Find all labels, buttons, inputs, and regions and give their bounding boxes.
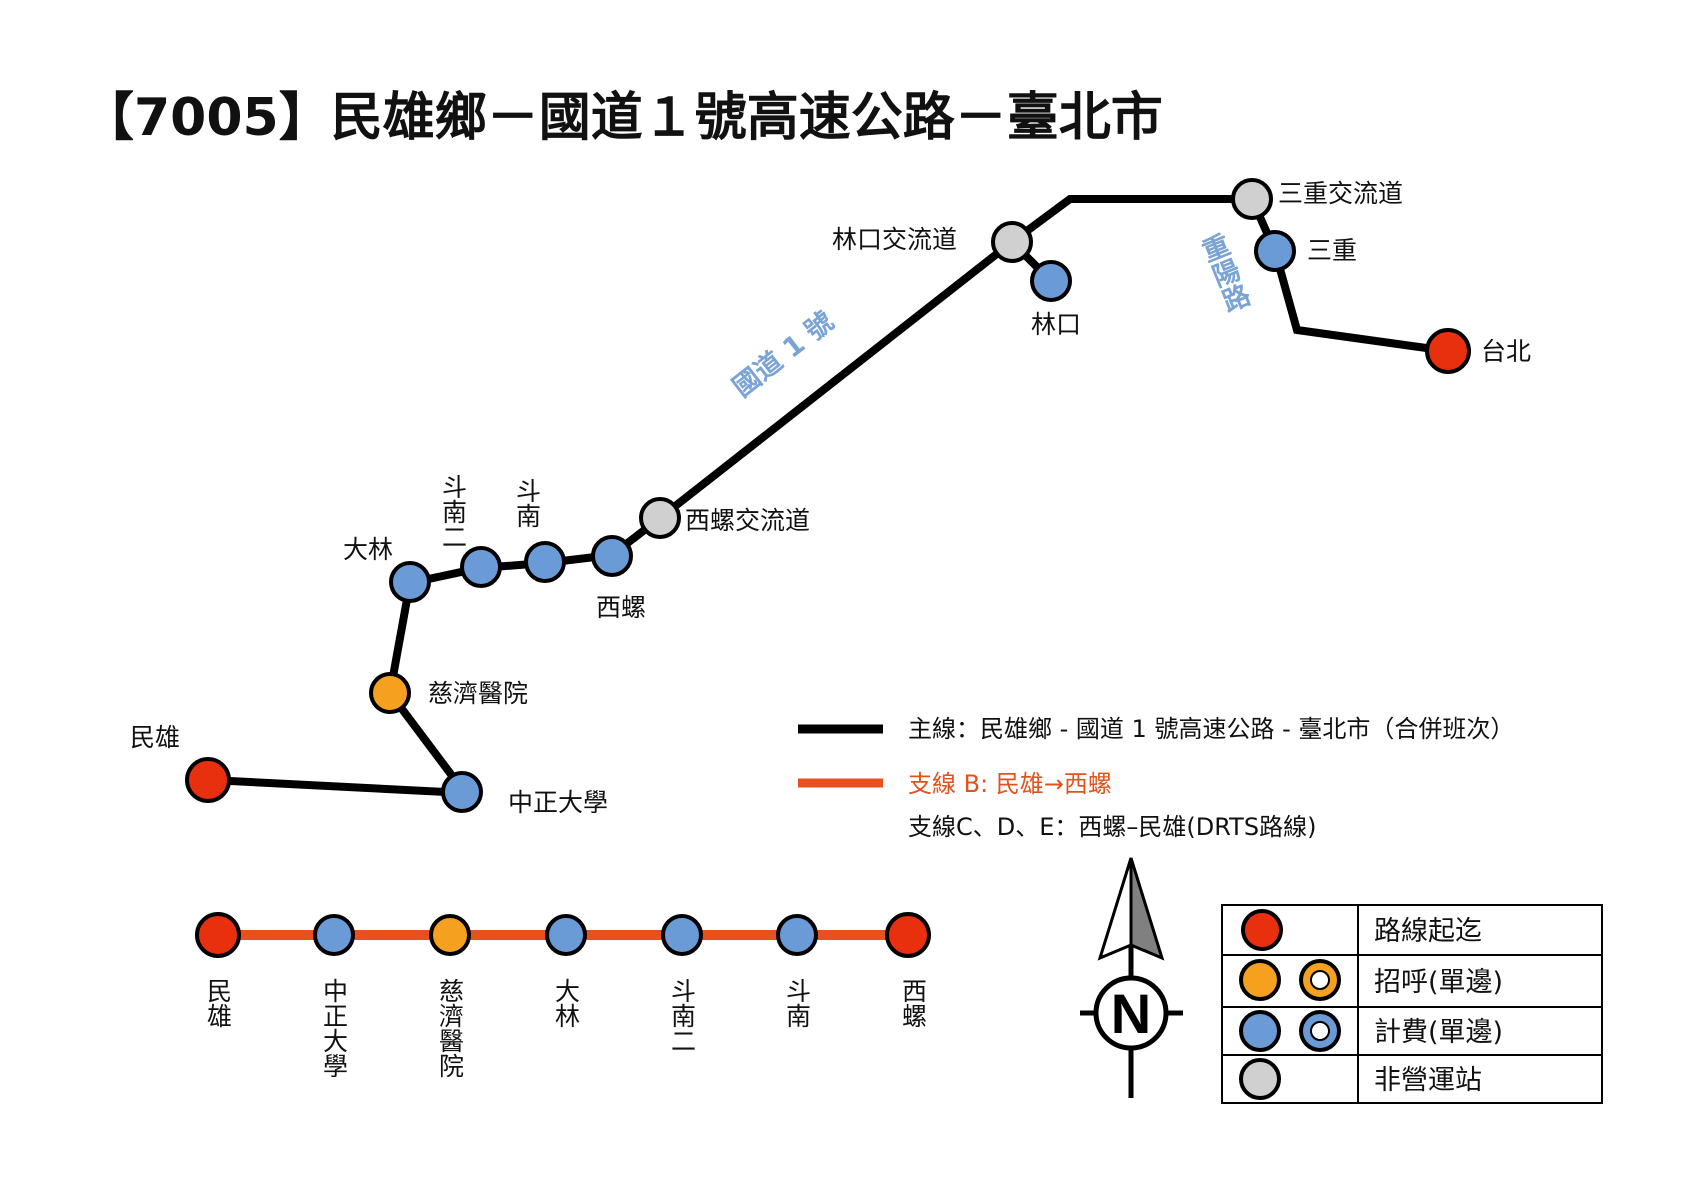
station-dounan2[interactable] [460, 546, 502, 588]
legend-non-service-text: 非營運站 [1374, 1065, 1482, 1096]
label-linkou-ic: 林口交流道 [832, 225, 957, 254]
label-xiluo-ic: 西螺交流道 [685, 506, 810, 535]
station-zhongzheng-univ[interactable] [441, 771, 483, 813]
station-sanchong-ic[interactable] [1231, 178, 1273, 220]
page-title: 【7005】民雄鄉－國道１號高速公路－臺北市 [82, 88, 1163, 148]
label-sanchong: 三重 [1307, 236, 1357, 265]
legend-non-service-icon [1239, 1058, 1281, 1100]
station-xiluo-ic[interactable] [639, 497, 681, 539]
symbol-legend: 路線起迄 招呼(單邊) 計費(單邊) 非營運站 [1221, 904, 1603, 1104]
strip-label-1: 中正大學 [320, 978, 349, 1078]
label-sanchong-ic: 三重交流道 [1278, 179, 1403, 208]
station-sanchong[interactable] [1254, 230, 1296, 272]
strip-stop-tzuchi[interactable] [429, 914, 471, 956]
strip-label-0: 民雄 [204, 978, 233, 1028]
strip-label-2: 慈濟醫院 [436, 978, 465, 1078]
strip-stop-xiluo[interactable] [885, 912, 931, 958]
strip-label-6: 西螺 [899, 978, 928, 1028]
station-taipei[interactable] [1425, 328, 1471, 374]
label-taipei: 台北 [1481, 337, 1531, 366]
label-linkou: 林口 [1031, 310, 1081, 339]
station-minxiong[interactable] [185, 757, 231, 803]
station-linkou-ic[interactable] [991, 221, 1033, 263]
label-xiluo: 西螺 [596, 593, 646, 622]
label-minxiong: 民雄 [130, 723, 180, 752]
strip-stop-dounan2[interactable] [661, 914, 703, 956]
label-dalin: 大林 [343, 535, 393, 564]
station-linkou[interactable] [1030, 260, 1072, 302]
road-label-chongyang: 重陽路 [1194, 230, 1254, 317]
label-tzuchi: 慈濟醫院 [428, 679, 528, 708]
compass-north-letter: N [1111, 982, 1151, 1045]
legend-branch-b-text: 支線 B: 民雄→西螺 [908, 770, 1112, 798]
legend-flag-text: 招呼(單邊) [1374, 967, 1503, 998]
legend-fare-text: 計費(單邊) [1374, 1017, 1503, 1048]
legend-main-text: 主線：民雄鄉 - 國道 1 號高速公路 - 臺北市（合併班次） [908, 715, 1514, 743]
legend-branch-cde-text: 支線C、D、E：西螺–民雄(DRTS路線) [908, 813, 1316, 841]
label-zhongzheng-univ: 中正大學 [508, 788, 608, 817]
station-dalin[interactable] [389, 561, 431, 603]
station-dounan[interactable] [524, 541, 566, 583]
strip-stop-minxiong[interactable] [195, 912, 241, 958]
strip-stop-zhongzheng-univ[interactable] [313, 914, 355, 956]
strip-label-3: 大林 [552, 978, 581, 1028]
label-dounan2: 斗南二 [439, 474, 468, 549]
legend-terminal-icon [1241, 909, 1283, 951]
strip-label-4: 斗南二 [668, 978, 697, 1053]
station-xiluo[interactable] [591, 535, 633, 577]
strip-label-5: 斗南 [783, 978, 812, 1028]
legend-fare-icon [1239, 1010, 1281, 1052]
legend-flag-icon [1239, 959, 1281, 1001]
legend-terminal-text: 路線起迄 [1374, 916, 1482, 947]
station-tzuchi[interactable] [369, 672, 411, 714]
strip-stop-dalin[interactable] [545, 914, 587, 956]
strip-stop-dounan[interactable] [776, 914, 818, 956]
label-dounan: 斗南 [513, 478, 542, 528]
north-arrow-icon: N [1080, 857, 1183, 1098]
